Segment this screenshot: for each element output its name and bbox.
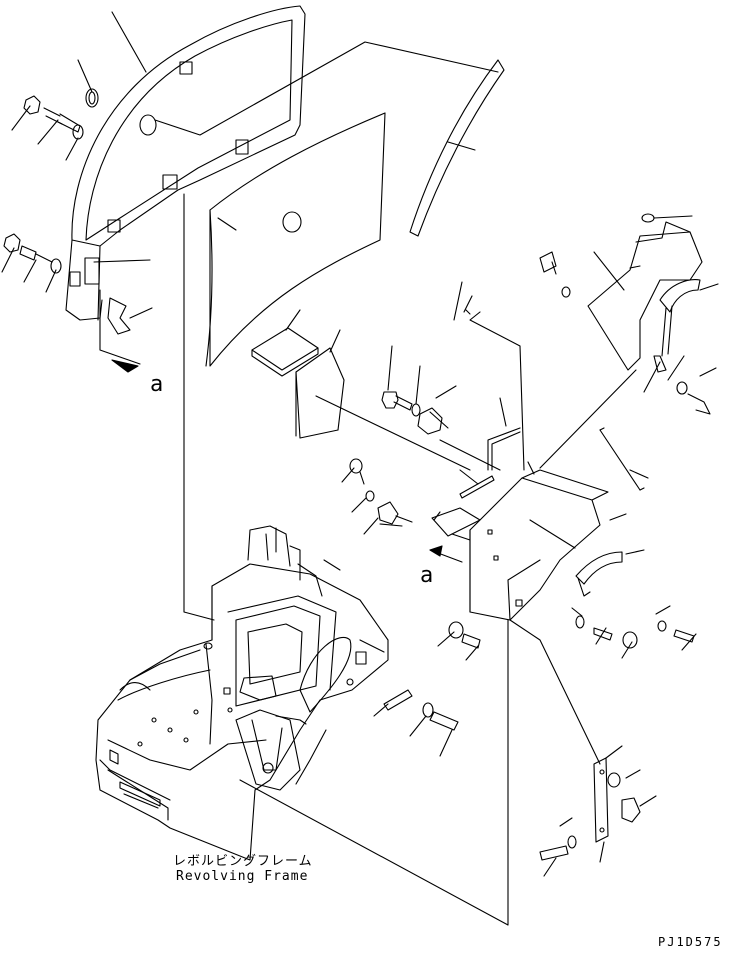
cover-latch xyxy=(85,258,99,284)
pad-tall xyxy=(296,348,344,438)
frame-window xyxy=(236,606,320,706)
bolt-set-lower-right xyxy=(572,606,696,658)
drawing-code: PJ1D575 xyxy=(658,935,723,949)
clip-right xyxy=(576,514,644,596)
view-label-a-upper: a xyxy=(150,372,164,397)
view-label-a-middle: a xyxy=(420,563,434,588)
frame-caption-english: Revolving Frame xyxy=(176,869,309,884)
bracket-upper-right xyxy=(588,214,702,370)
washer xyxy=(51,259,61,273)
long-rod xyxy=(600,428,648,490)
hex-wrench xyxy=(488,398,520,470)
flat-bracket xyxy=(384,690,412,710)
cover-clip xyxy=(163,175,177,189)
view-arrow-a xyxy=(100,290,140,372)
pad-small xyxy=(252,328,318,376)
flat-bar xyxy=(460,470,494,498)
bolt-set-lower-center xyxy=(374,690,458,756)
cover-clip xyxy=(108,220,120,232)
nut xyxy=(24,96,40,114)
grommet xyxy=(86,89,98,107)
frame-arm xyxy=(300,637,351,712)
bracket-clip xyxy=(418,386,456,434)
leader-lines xyxy=(2,12,152,318)
bolt-set-mid-left xyxy=(342,459,412,534)
cover-hook xyxy=(108,298,130,334)
revolving-frame xyxy=(96,526,388,860)
cover-lines xyxy=(155,42,498,230)
cover-clip xyxy=(236,140,248,154)
bolt-set-upper-right xyxy=(540,252,716,414)
connector-lines xyxy=(184,194,636,925)
bolt-center-upper xyxy=(382,346,420,416)
seal-strip xyxy=(410,60,504,236)
side-cover-panel xyxy=(66,6,305,334)
cover-hole xyxy=(140,115,156,135)
strap-bracket xyxy=(540,746,656,876)
duct-box xyxy=(432,462,608,620)
view-arrow-a2 xyxy=(430,546,462,562)
duct-elbow xyxy=(432,508,480,536)
frame-caption-japanese: レボルビングフレーム xyxy=(173,854,313,869)
bolt-set-upper-left xyxy=(4,89,98,273)
nut xyxy=(4,234,20,252)
panel-hole xyxy=(283,212,301,232)
insulation-panel xyxy=(206,113,385,366)
cover-clip xyxy=(180,62,192,74)
frame-leaders xyxy=(324,560,384,652)
bolt-under-box xyxy=(438,622,480,660)
fin-guard xyxy=(654,280,718,372)
